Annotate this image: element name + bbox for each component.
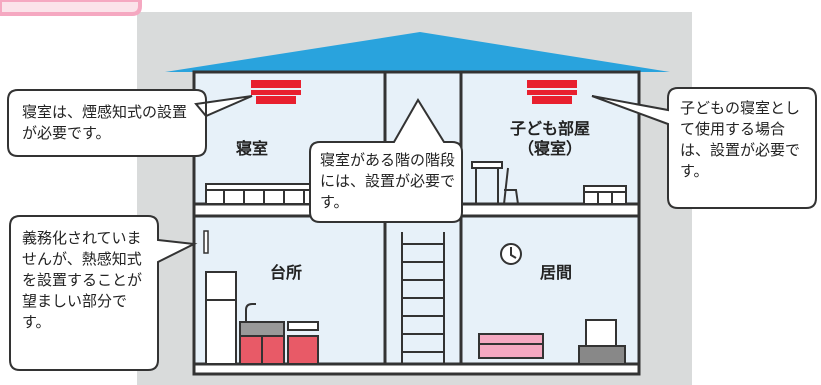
kids-room-callout-bubble [591, 87, 817, 209]
kitchen-callout-text: 義務化されていませんが、熱感知式を設置することが望ましい部分です。 [22, 229, 143, 331]
sink-icon [239, 303, 319, 365]
chair-icon [503, 167, 519, 205]
door-handle [203, 230, 209, 254]
room-label-kitchen: 台所 [269, 263, 302, 282]
header-tab [0, 0, 142, 16]
smoke-alarm-icon [527, 80, 577, 104]
kitchen-callout-bubble [9, 215, 198, 371]
kids-room-callout-text: 子どもの寝室として使用する場合は、設置が必要です。 [680, 99, 801, 180]
room-label-bedroom: 寝室 [235, 139, 268, 158]
ground-slab [192, 362, 641, 376]
desk-icon [471, 161, 503, 204]
bedroom-callout-bubble [7, 89, 253, 157]
bedroom-callout-text: 寝室は、煙感知式の設置が必要です。 [22, 103, 188, 142]
stairs-callout-text: 寝室がある階の階段には、設置が必要です。 [320, 151, 456, 211]
tv-icon [578, 319, 626, 365]
ladder-icon [401, 232, 445, 364]
clock-icon [500, 243, 522, 265]
smoke-alarm-icon [251, 80, 301, 104]
room-label-kids-room-sub: （寝室） [517, 139, 582, 158]
refrigerator-icon [205, 271, 237, 365]
drawer-icon [583, 185, 627, 205]
sofa-icon [478, 333, 544, 359]
room-label-kids-room: 子ども部屋 [509, 119, 590, 138]
stairs-callout-bubble [309, 98, 463, 223]
room-label-living: 居間 [539, 263, 572, 282]
roof [165, 32, 670, 72]
